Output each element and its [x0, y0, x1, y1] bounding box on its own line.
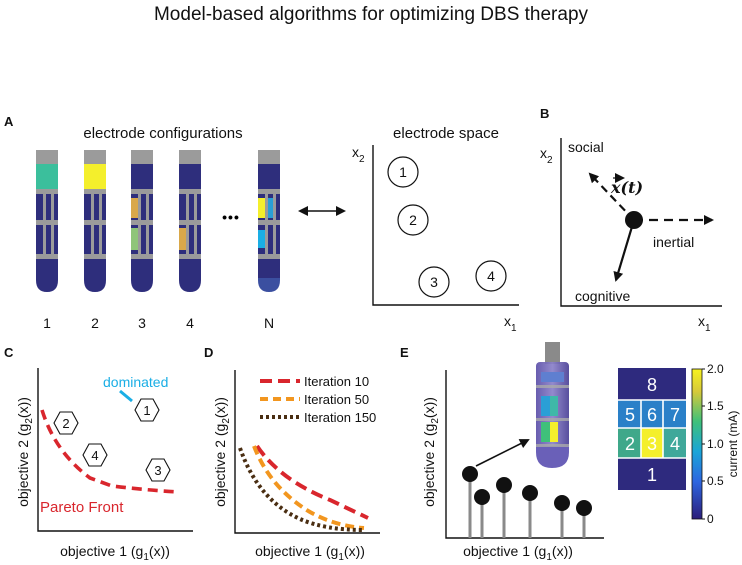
colorbar-tick-1.5: 1.5 [707, 399, 724, 413]
contact-3: 3 [647, 434, 657, 454]
e-pointer-arrow [475, 439, 530, 467]
social-label: social [568, 139, 604, 155]
electrode-lead-2 [84, 150, 106, 292]
pareto-point-3: 3 [145, 458, 171, 482]
e-axes [445, 370, 604, 539]
c-x-axis: objective 1 (g1(x)) [60, 543, 170, 563]
electrode-lead-4 [179, 150, 201, 292]
panel-b: B x2 x1 social inertial cognitive x(t) [540, 106, 722, 334]
colorbar-tick-0.5: 0.5 [707, 474, 724, 488]
colorbar-tick-0: 0 [707, 512, 714, 526]
particle [625, 211, 643, 229]
cognitive-vector [613, 219, 636, 282]
space-point-2: 2 [397, 204, 429, 236]
dominated-label: dominated [103, 374, 168, 390]
pareto-point-2: 2 [53, 411, 79, 435]
lead-label-1: 1 [43, 315, 51, 331]
pareto-point-4: 4 [82, 443, 108, 467]
legend-iteration-150: Iteration 150 [304, 410, 376, 425]
lead-label-2: 2 [91, 315, 99, 331]
svg-text:1: 1 [143, 403, 150, 418]
curve-iteration-50 [252, 445, 365, 530]
contact-7: 7 [670, 405, 680, 425]
inertial-label: inertial [653, 234, 694, 250]
ellipsis: ••• [222, 209, 240, 225]
electrode-lead-1 [36, 150, 58, 292]
legend-iteration-50: Iteration 50 [304, 392, 369, 407]
lead-label-n: N [264, 315, 274, 331]
panel-d: D objective 2 (g2(x)) objective 1 (g1(x)… [204, 345, 380, 563]
colorbar: 2.0 1.5 1.0 0.5 0 current (mA) [691, 362, 740, 526]
d-x-axis: objective 1 (g1(x)) [255, 543, 365, 563]
panel-c-label: C [4, 345, 14, 360]
svg-text:1: 1 [399, 164, 407, 180]
contact-5: 5 [625, 405, 635, 425]
svg-text:3: 3 [430, 274, 438, 290]
panel-a: A electrode configurations [4, 114, 519, 334]
legend-iteration-10: Iteration 10 [304, 374, 369, 389]
curve-iteration-10 [255, 444, 369, 520]
svg-text:x(t): x(t) [610, 178, 643, 197]
panel-c: C objective 2 (g2(x)) objective 1 (g1(x)… [4, 345, 193, 563]
colorbar-tick-2.0: 2.0 [707, 362, 724, 376]
lead-label-3: 3 [138, 315, 146, 331]
lead-3d [536, 342, 569, 468]
d-axes [234, 370, 380, 534]
c-axes [37, 368, 193, 532]
colorbar-tick-1.0: 1.0 [707, 437, 724, 451]
electrode-lead-n [258, 150, 280, 292]
colorbar-label: current (mA) [726, 411, 740, 478]
space-title: electrode space [393, 125, 499, 142]
panel-d-label: D [204, 345, 213, 360]
contact-8: 8 [647, 375, 657, 395]
space-axes [372, 145, 519, 306]
e-y-axis: objective 2 (g2(x)) [421, 397, 441, 507]
svg-text:2: 2 [62, 416, 69, 431]
figure-title: Model-based algorithms for optimizing DB… [154, 4, 589, 25]
contact-4: 4 [670, 434, 680, 454]
electrode-lead-3 [131, 150, 153, 292]
pso-x-axis: x1 [698, 313, 711, 334]
configs-title: electrode configurations [83, 125, 242, 142]
pareto-front-line [40, 409, 179, 494]
d-legend: Iteration 10 Iteration 50 Iteration 150 [260, 374, 376, 425]
lead-label-4: 4 [186, 315, 194, 331]
space-point-3: 3 [418, 266, 450, 298]
svg-text:2: 2 [409, 212, 417, 228]
svg-text:3: 3 [154, 463, 161, 478]
social-vector [588, 172, 635, 221]
panel-e: E objective 2 (g2(x)) objective 1 (g1(x)… [400, 342, 740, 563]
svg-text:4: 4 [91, 448, 98, 463]
contact-map: 8 5 6 7 2 3 4 1 [618, 368, 686, 490]
space-point-1: 1 [387, 156, 419, 188]
particle-state-label: x(t) [610, 173, 643, 197]
pso-axes [560, 138, 722, 307]
e-x-axis: objective 1 (g1(x)) [463, 543, 573, 563]
panel-e-label: E [400, 345, 409, 360]
c-y-axis: objective 2 (g2(x)) [15, 397, 35, 507]
space-y-axis: x2 [352, 144, 365, 165]
pareto-label: Pareto Front [40, 499, 124, 516]
dominated-pointer [119, 389, 133, 403]
curve-iteration-150 [238, 447, 365, 532]
panel-b-label: B [540, 106, 549, 121]
contact-6: 6 [647, 405, 657, 425]
stem-plot [462, 466, 592, 538]
pso-y-axis: x2 [540, 145, 553, 166]
space-point-4: 4 [475, 260, 507, 292]
contact-1: 1 [647, 465, 657, 485]
pareto-point-1: 1 [134, 398, 160, 422]
space-x-axis: x1 [504, 313, 517, 334]
d-y-axis: objective 2 (g2(x)) [212, 397, 232, 507]
cognitive-label: cognitive [575, 288, 630, 304]
panel-a-label: A [4, 114, 14, 129]
svg-text:4: 4 [487, 268, 495, 284]
contact-2: 2 [625, 434, 635, 454]
